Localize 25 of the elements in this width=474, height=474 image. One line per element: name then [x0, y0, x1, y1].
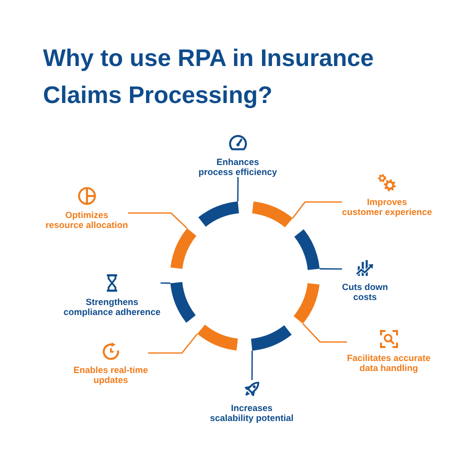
ring-segment: [170, 228, 196, 269]
leader-line: [160, 282, 170, 284]
title: Why to use RPA in Insurance Claims Processing?: [43, 44, 375, 111]
ring-segment: [252, 201, 293, 228]
benefit-label: Facilitates accurate data handling: [347, 353, 431, 373]
leader-line: [251, 350, 253, 380]
leader-line: [148, 333, 198, 354]
benefit-label: Strengthens compliance adherence: [64, 297, 161, 317]
leader-line: [128, 212, 188, 229]
ring-segment: [251, 325, 292, 351]
benefit-label: Cuts down costs: [342, 282, 388, 302]
leader-line: [320, 268, 342, 270]
benefit-label: Enables real-time updates: [74, 365, 148, 385]
benefit-label: Optimizes resource allocation: [46, 210, 128, 230]
ring-segment: [294, 283, 320, 324]
leader-line: [302, 323, 347, 343]
benefit-label: Enhances process efficiency: [198, 157, 278, 177]
leader-line: [292, 201, 342, 219]
ring-segment: [294, 229, 320, 270]
ring-segment: [197, 324, 238, 351]
benefit-label: Improves customer experience: [342, 197, 432, 217]
ring-segment: [170, 282, 196, 323]
benefit-label: Increases scalability potential: [210, 403, 294, 423]
leader-line: [237, 177, 239, 202]
ring-segment: [198, 201, 239, 227]
